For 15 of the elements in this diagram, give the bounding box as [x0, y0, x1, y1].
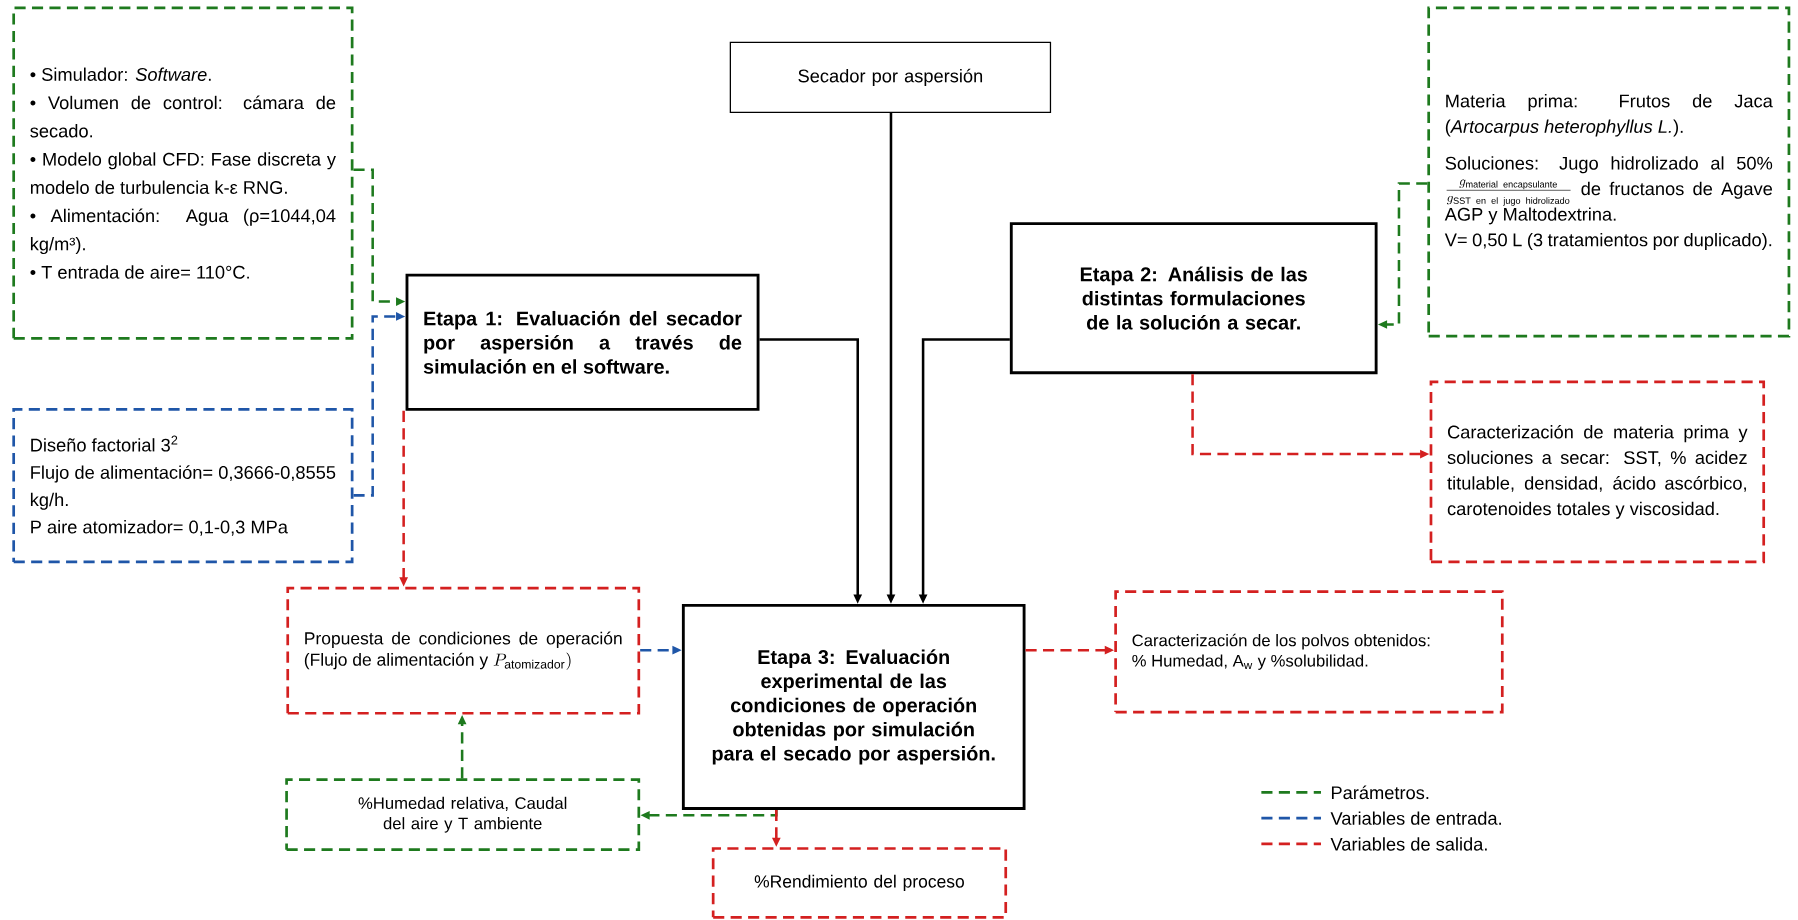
parameter-box: %Humedad relativa, Caudal del aire y T ambiente: [285, 778, 641, 852]
parameter-box: Materia prima: Frutos de Jaca (Artocarpus heterophyllus L.). Soluciones: Jugo hidrolizado al 50% $\frac{g_{\mathrm{material\ encapsulante}}}{g_{\mathrm{SST\ en\ el\ jugo\ hidrolizado}}}$ de fructanos de Agave AGP y Maltodextrina. V= 0,50 L (3 tratamientos por duplicado).: [1427, 6, 1791, 338]
stage-box: Etapa 3: Evaluación experimental de las condiciones de operación obtenidas por simulación para el secado por aspersión.: [681, 604, 1026, 811]
parameter-box: • Simulador: Software. • Volumen de control: cámara de secado. • Modelo global CFD: Fase discreta y modelo de turbulencia k-ε RNG. • Alimentación: Agua (ρ=1044,04 kg/m³). • T entrada de aire= 110°C.: [12, 6, 354, 340]
equipment-box: Secador por aspersión: [729, 41, 1052, 114]
output-variable-box: Caracterización de los polvos obtenidos: % Humedad, A$_{w}$ y %solubilidad.: [1114, 590, 1504, 714]
output-variable-box: Caracterización de materia prima y soluciones a secar: SST, % acidez titulable, densidad, ácido ascórbico, carotenoides totales y viscosidad.: [1429, 380, 1766, 564]
output-variable-box: %Rendimiento del proceso: [711, 847, 1008, 919]
stage-box: Etapa 1: Evaluación del secador por aspersión a través de simulación en el software.: [405, 273, 760, 411]
legend-label: Parámetros.: [1332, 785, 1429, 800]
legend-label: Variables de salida.: [1330, 837, 1487, 851]
input-variable-box: Diseño factorial 3$^{2}$ Flujo de alimentación= 0,3666-0,8555 kg/h. P aire atomizador= 0,1-0,3 MPa: [12, 408, 354, 564]
stage-box: Etapa 2: Análisis de las distintas formulaciones de la solución a secar.: [1009, 222, 1378, 375]
output-variable-box: Propuesta de condiciones de operación (Flujo de alimentación y $P_{\mathrm{atomizador}})$: [286, 587, 641, 715]
legend-label: Variables de entrada.: [1330, 811, 1501, 826]
